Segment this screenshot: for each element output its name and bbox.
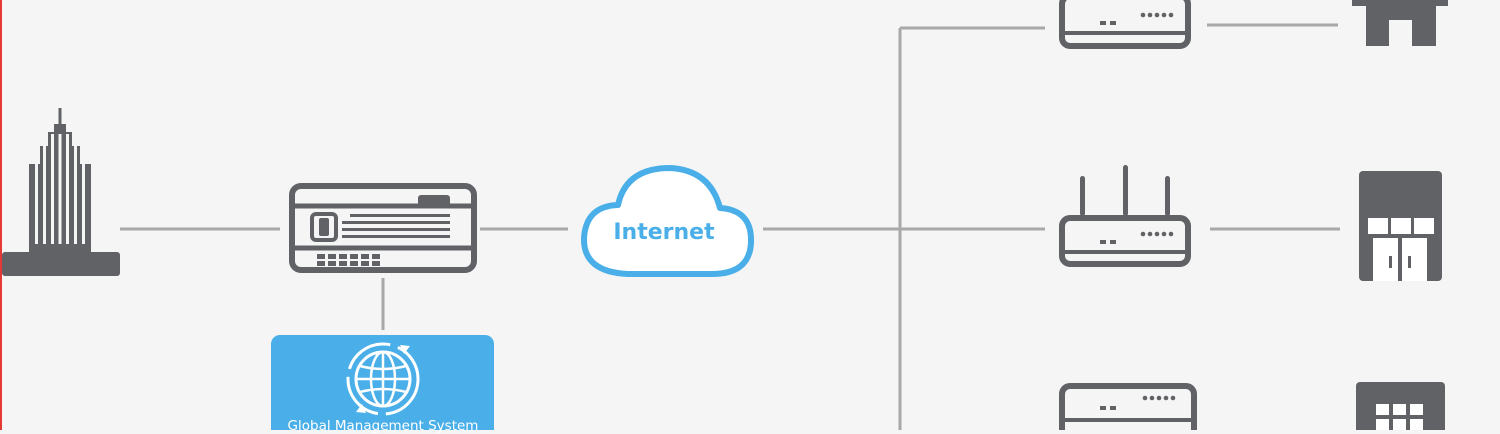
central-appliance-icon bbox=[289, 183, 477, 273]
internet-label: Internet bbox=[613, 220, 715, 245]
global-management-label: Global Management System bbox=[287, 418, 479, 434]
branch-router-icon bbox=[1059, 383, 1197, 430]
branch-router-icon bbox=[1059, 0, 1191, 49]
connection-lines bbox=[120, 23, 1340, 430]
home-icon bbox=[1352, 0, 1448, 46]
office-building-icon bbox=[1356, 382, 1445, 430]
accent-border bbox=[0, 0, 2, 430]
global-management-icon bbox=[346, 342, 420, 416]
global-management-panel bbox=[271, 335, 494, 430]
internet-cloud-icon bbox=[580, 165, 755, 277]
office-building-icon bbox=[1359, 171, 1442, 281]
headquarters-building-icon bbox=[2, 108, 120, 276]
wireless-router-icon bbox=[1059, 165, 1191, 267]
